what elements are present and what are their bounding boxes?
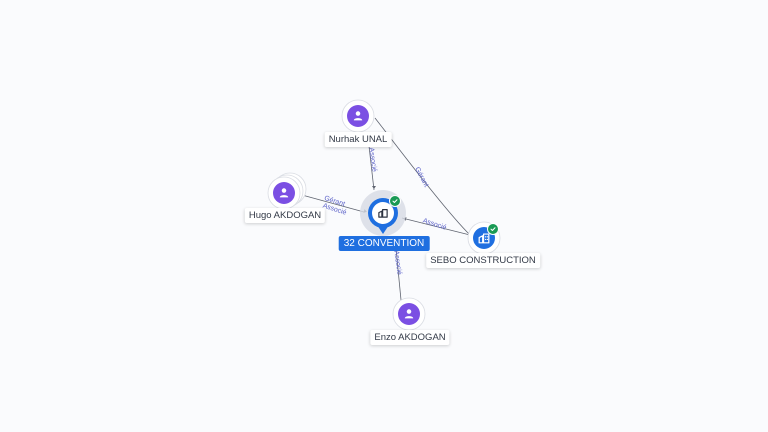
edge-label: Associé xyxy=(422,217,448,231)
node-circle xyxy=(347,105,369,127)
node-label-enzo[interactable]: Enzo AKDOGAN xyxy=(370,330,450,345)
edge-line xyxy=(368,145,375,191)
verified-badge xyxy=(487,223,499,235)
node-sebo[interactable] xyxy=(467,221,501,255)
building-icon xyxy=(378,209,388,218)
edge-line xyxy=(301,194,365,213)
edge-nurhak-convention: Associé xyxy=(367,145,378,191)
verified-badge xyxy=(389,195,401,207)
edge-line xyxy=(374,117,471,236)
node-circle xyxy=(398,303,420,325)
node-label-hugo[interactable]: Hugo AKDOGAN xyxy=(244,208,326,223)
edge-line xyxy=(401,217,471,236)
edge-label: Associé xyxy=(392,250,402,275)
edge-sebo-convention: Associé xyxy=(401,217,471,236)
node-hugo[interactable] xyxy=(267,172,307,210)
node-enzo[interactable] xyxy=(392,297,426,331)
node-label-nurhak[interactable]: Nurhak UNAL xyxy=(324,132,392,147)
node-label-convention[interactable]: 32 CONVENTION xyxy=(338,236,430,251)
node-convention[interactable] xyxy=(360,190,406,236)
arrow-head xyxy=(372,186,376,189)
node-nurhak[interactable] xyxy=(341,99,375,133)
edge-label: Gérant xyxy=(413,166,429,188)
edge-label: Associé xyxy=(367,147,377,172)
node-circle xyxy=(273,182,295,204)
node-label-sebo[interactable]: SEBO CONSTRUCTION xyxy=(426,253,540,268)
